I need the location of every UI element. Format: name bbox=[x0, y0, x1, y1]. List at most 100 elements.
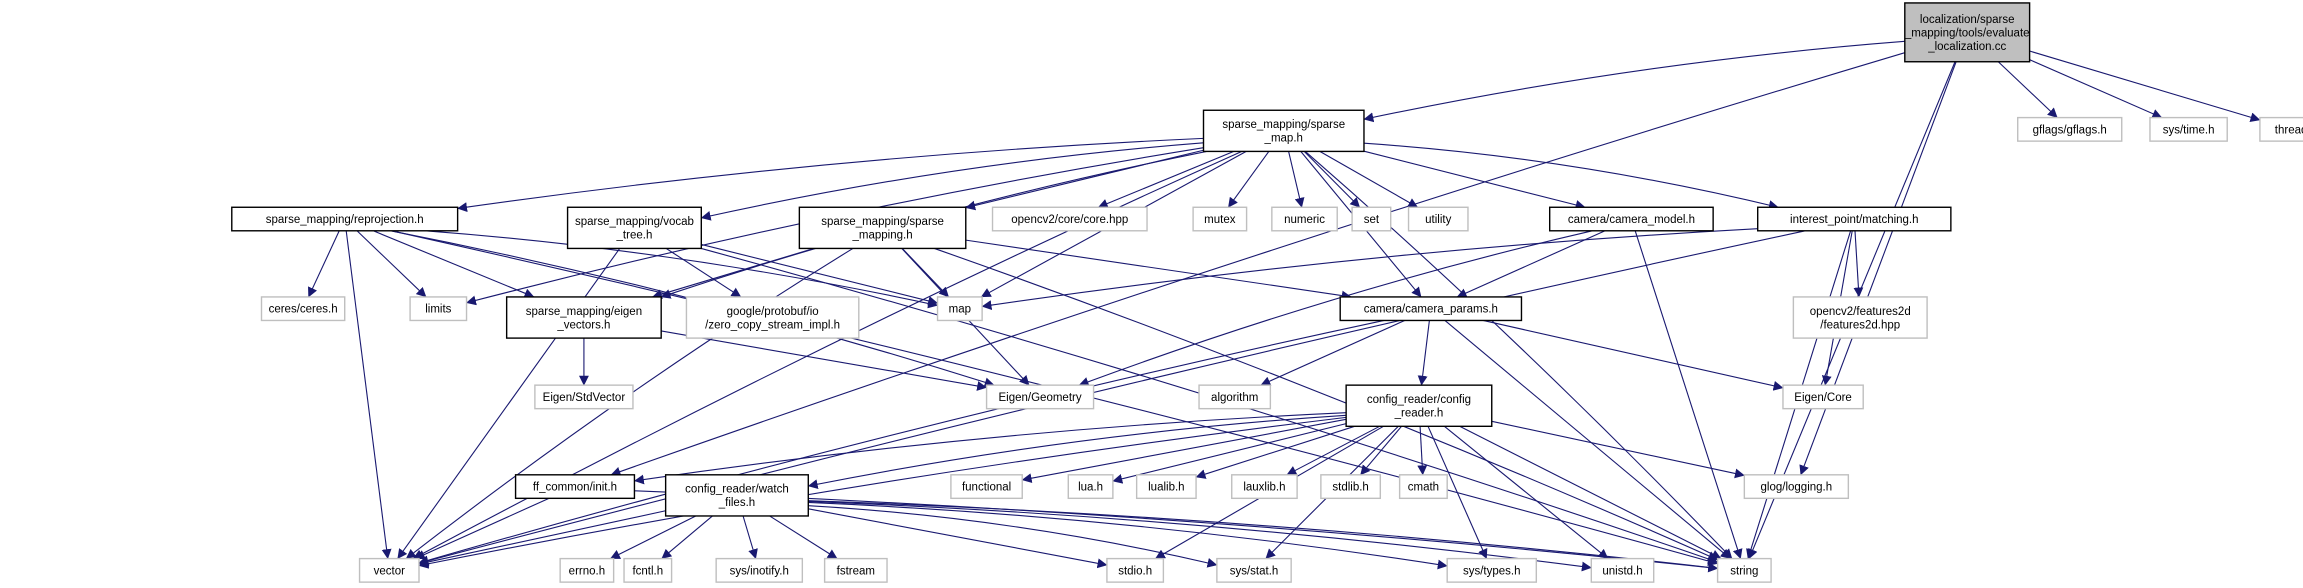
edge-matching-to-vector bbox=[418, 230, 1806, 566]
node-algorithm: algorithm bbox=[1198, 384, 1272, 410]
edge-sparse-map-to-utility bbox=[1319, 150, 1419, 208]
edge-sparse-map-to-sparse-mapping-h bbox=[965, 149, 1204, 211]
edge-config-reader-to-watch-files bbox=[807, 414, 1347, 490]
node-label: localization/sparse bbox=[1920, 14, 2015, 26]
node-sparse-map[interactable]: sparse_mapping/sparse_map.h bbox=[1202, 109, 1365, 153]
node-box bbox=[715, 557, 804, 583]
node-box bbox=[1067, 474, 1114, 500]
edge-root-to-ff-init bbox=[610, 52, 1905, 477]
node-label: glog/logging.h bbox=[1761, 482, 1833, 494]
node-label: unistd.h bbox=[1602, 565, 1642, 577]
node-camera-params[interactable]: camera/camera_params.h bbox=[1339, 296, 1523, 322]
node-label: sparse_mapping/reprojection.h bbox=[266, 214, 424, 226]
node-gflags: gflags/gflags.h bbox=[2017, 116, 2123, 142]
node-root[interactable]: localization/sparse_mapping/tools/evalua… bbox=[1904, 2, 2031, 63]
node-label: _localization.cc bbox=[1927, 41, 2006, 53]
node-box bbox=[1782, 384, 1864, 410]
edge-root-to-gflags bbox=[1997, 61, 2058, 118]
node-label: errno.h bbox=[569, 565, 605, 577]
node-box bbox=[505, 296, 662, 339]
node-label: sys/time.h bbox=[2163, 124, 2215, 136]
node-label: config_reader/config bbox=[1367, 394, 1471, 406]
node-label: map bbox=[949, 304, 971, 316]
node-box bbox=[685, 296, 860, 339]
node-label: google/protobuf/io bbox=[727, 306, 819, 318]
node-label: numeric bbox=[1284, 214, 1325, 226]
node-label: sparse_mapping/eigen bbox=[526, 306, 642, 318]
edge-sparse-map-to-opencv-core bbox=[1097, 150, 1235, 209]
node-box bbox=[534, 384, 634, 410]
node-camera-model[interactable]: camera/camera_model.h bbox=[1548, 206, 1714, 232]
node-sparse-mapping-h[interactable]: sparse_mapping/sparse_mapping.h bbox=[798, 206, 967, 250]
node-eigen-vectors[interactable]: sparse_mapping/eigen_vectors.h bbox=[505, 296, 662, 339]
node-label: ff_common/init.h bbox=[533, 482, 617, 494]
node-label: sys/inotify.h bbox=[730, 565, 789, 577]
edge-reprojection-to-vector bbox=[345, 230, 392, 560]
edge-watch-files-to-inotify bbox=[742, 515, 758, 560]
edge-sparse-mapping-h-to-eigen-vectors bbox=[651, 247, 815, 299]
node-label: Eigen/Geometry bbox=[999, 392, 1082, 404]
node-label: stdlib.h bbox=[1332, 482, 1368, 494]
node-cmath: cmath bbox=[1398, 474, 1448, 500]
node-matching[interactable]: interest_point/matching.h bbox=[1757, 206, 1952, 232]
node-vocab-tree[interactable]: sparse_mapping/vocab_tree.h bbox=[566, 206, 703, 250]
node-label: _mapping/tools/evaluate bbox=[1904, 27, 2030, 39]
edge-config-reader-to-lualib bbox=[1195, 425, 1355, 479]
node-ceres: ceres/ceres.h bbox=[260, 296, 346, 322]
edge-camera-model-to-eigen-geometry bbox=[1078, 230, 1593, 387]
node-label: _reader.h bbox=[1394, 407, 1444, 419]
node-thread: thread bbox=[2259, 116, 2303, 142]
node-label: camera/camera_params.h bbox=[1364, 304, 1498, 316]
edge-camera-params-to-string bbox=[1444, 320, 1731, 560]
edge-matching-to-map bbox=[981, 228, 1758, 310]
node-string: string bbox=[1716, 557, 1772, 583]
node-box bbox=[1548, 206, 1714, 232]
edge-camera-model-to-camera-params bbox=[1456, 230, 1606, 298]
node-box bbox=[566, 206, 703, 250]
node-box bbox=[664, 474, 809, 517]
edge-watch-files-to-fcntl bbox=[661, 515, 713, 560]
node-box bbox=[1792, 296, 1928, 339]
node-label: vector bbox=[374, 565, 405, 577]
node-config-reader[interactable]: config_reader/config_reader.h bbox=[1345, 384, 1493, 428]
node-label: stdio.h bbox=[1118, 565, 1152, 577]
edge-watch-files-to-unistd bbox=[808, 500, 1592, 572]
node-box bbox=[2259, 116, 2303, 142]
node-label: thread bbox=[2275, 124, 2303, 136]
edge-config-reader-to-glog bbox=[1491, 420, 1745, 479]
node-box bbox=[1202, 109, 1365, 153]
node-ff-init[interactable]: ff_common/init.h bbox=[514, 474, 636, 500]
edge-vocab-tree-to-vector bbox=[397, 248, 621, 560]
node-box bbox=[1716, 557, 1772, 583]
node-watch-files[interactable]: config_reader/watch_files.h bbox=[664, 474, 809, 517]
node-label: lualib.h bbox=[1148, 482, 1184, 494]
node-box bbox=[1198, 384, 1272, 410]
node-label: Eigen/Core bbox=[1794, 392, 1852, 404]
node-box bbox=[936, 296, 983, 322]
node-set: set bbox=[1351, 206, 1392, 232]
edge-sparse-map-to-matching bbox=[1363, 142, 1779, 210]
node-stdio: stdio.h bbox=[1106, 557, 1165, 583]
node-box bbox=[1407, 206, 1469, 232]
edge-sparse-mapping-h-to-camera-params bbox=[965, 239, 1352, 301]
node-box bbox=[1904, 2, 2031, 63]
node-fstream: fstream bbox=[823, 557, 888, 583]
node-label: ceres/ceres.h bbox=[269, 304, 338, 316]
node-box bbox=[1345, 384, 1493, 428]
node-systime: sys/time.h bbox=[2149, 116, 2228, 142]
node-unistd: unistd.h bbox=[1590, 557, 1655, 583]
node-box bbox=[1339, 296, 1523, 322]
node-reprojection[interactable]: sparse_mapping/reprojection.h bbox=[231, 206, 459, 232]
edge-config-reader-to-lua bbox=[1112, 423, 1347, 484]
node-label: /zero_copy_stream_impl.h bbox=[705, 319, 840, 331]
node-box bbox=[260, 296, 346, 322]
node-label: sparse_mapping/sparse bbox=[821, 216, 944, 228]
node-lua: lua.h bbox=[1067, 474, 1114, 500]
edge-vocab-tree-to-protobuf bbox=[665, 247, 742, 298]
node-box bbox=[1743, 474, 1850, 500]
edge-sparse-map-to-vocab-tree bbox=[700, 142, 1204, 221]
node-fcntl: fcntl.h bbox=[623, 557, 673, 583]
edge-vocab-tree-to-map bbox=[701, 243, 939, 306]
node-label: gflags/gflags.h bbox=[2033, 124, 2107, 136]
node-box bbox=[1446, 557, 1538, 583]
